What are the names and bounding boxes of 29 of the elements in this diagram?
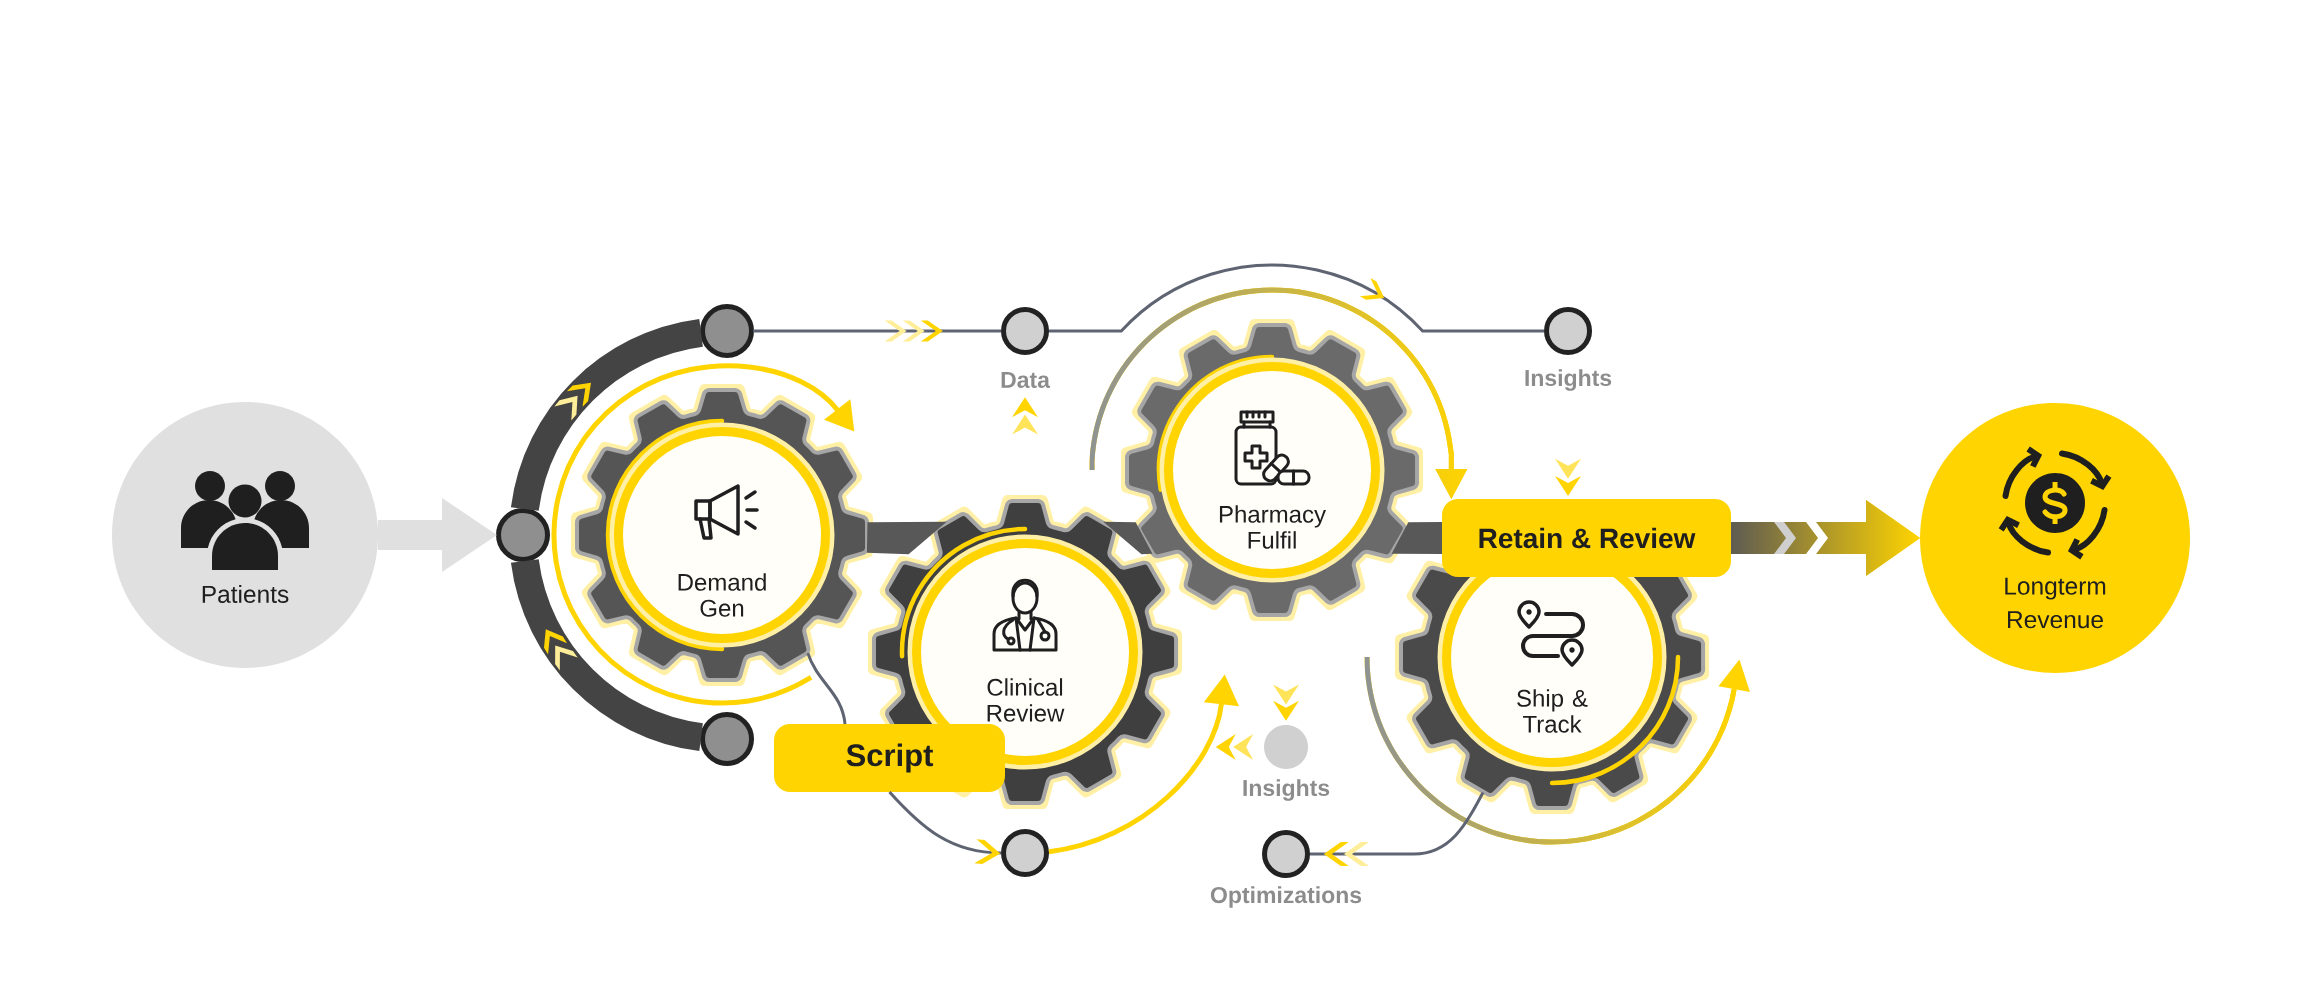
connector bbox=[1049, 263, 1544, 333]
label-box: Retain & Review bbox=[1442, 499, 1732, 577]
connector bbox=[806, 652, 847, 725]
gear: Pharmacy Fulfil bbox=[1121, 319, 1424, 621]
chevron-arrow bbox=[1555, 458, 1581, 497]
chevron-arrow bbox=[1215, 734, 1254, 760]
connector-dot bbox=[1001, 829, 1049, 877]
dot-label: Insights bbox=[1243, 779, 1330, 801]
connector-dot bbox=[700, 712, 754, 766]
bar bbox=[1391, 522, 1442, 554]
dot-label: Optimizations bbox=[1210, 886, 1362, 908]
connector bbox=[511, 319, 704, 512]
dot-label: Data bbox=[1001, 371, 1051, 388]
bar bbox=[1103, 521, 1153, 555]
connector bbox=[888, 791, 1002, 864]
chevron-arrow bbox=[1012, 397, 1038, 435]
bar bbox=[866, 521, 947, 555]
connector bbox=[511, 558, 704, 751]
connector bbox=[1310, 791, 1485, 866]
chevron-arrow bbox=[1273, 684, 1299, 721]
connector-dot bbox=[700, 304, 754, 358]
circle-node: Longterm Revenue bbox=[1920, 403, 2191, 673]
label-box: Script bbox=[774, 724, 1005, 792]
dot-label: Insights bbox=[1525, 369, 1612, 391]
gear: Demand Gen bbox=[571, 384, 873, 686]
connector-dot bbox=[496, 508, 550, 562]
block-arrow bbox=[1731, 500, 1921, 576]
block-arrow bbox=[378, 498, 497, 572]
connector bbox=[753, 320, 1001, 342]
